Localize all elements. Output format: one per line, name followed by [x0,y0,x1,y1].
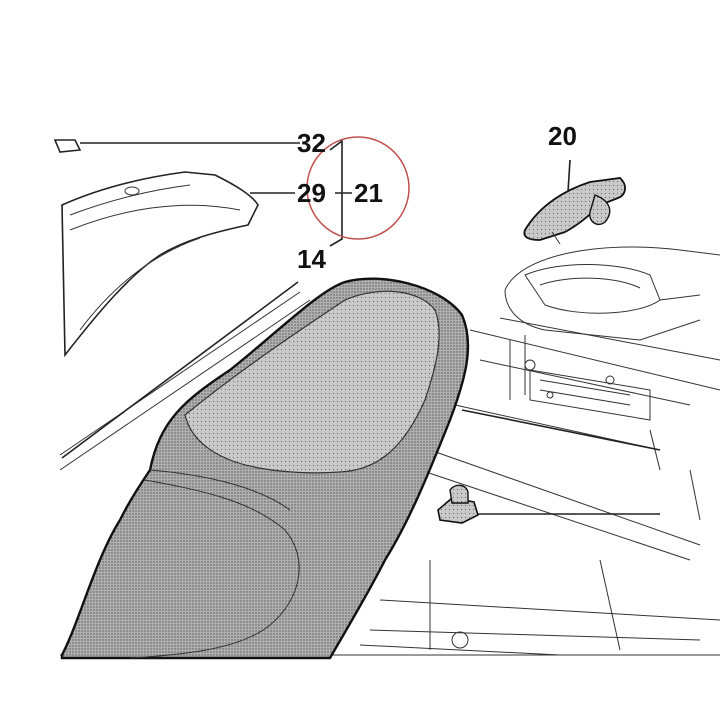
seat-clip-part [437,484,479,524]
callout-29: 29 [297,178,326,208]
seat-part [60,277,470,660]
callout-21: 21 [354,178,383,208]
rear-cowl-outline [504,246,720,341]
highlight-circle [306,136,410,240]
callout-20: 20 [548,121,577,151]
grab-handle-part [523,177,626,245]
leader-lines [61,139,661,515]
side-cover-panel [53,139,259,358]
callout-14: 14 [297,244,326,274]
callout-32: 32 [297,128,326,158]
